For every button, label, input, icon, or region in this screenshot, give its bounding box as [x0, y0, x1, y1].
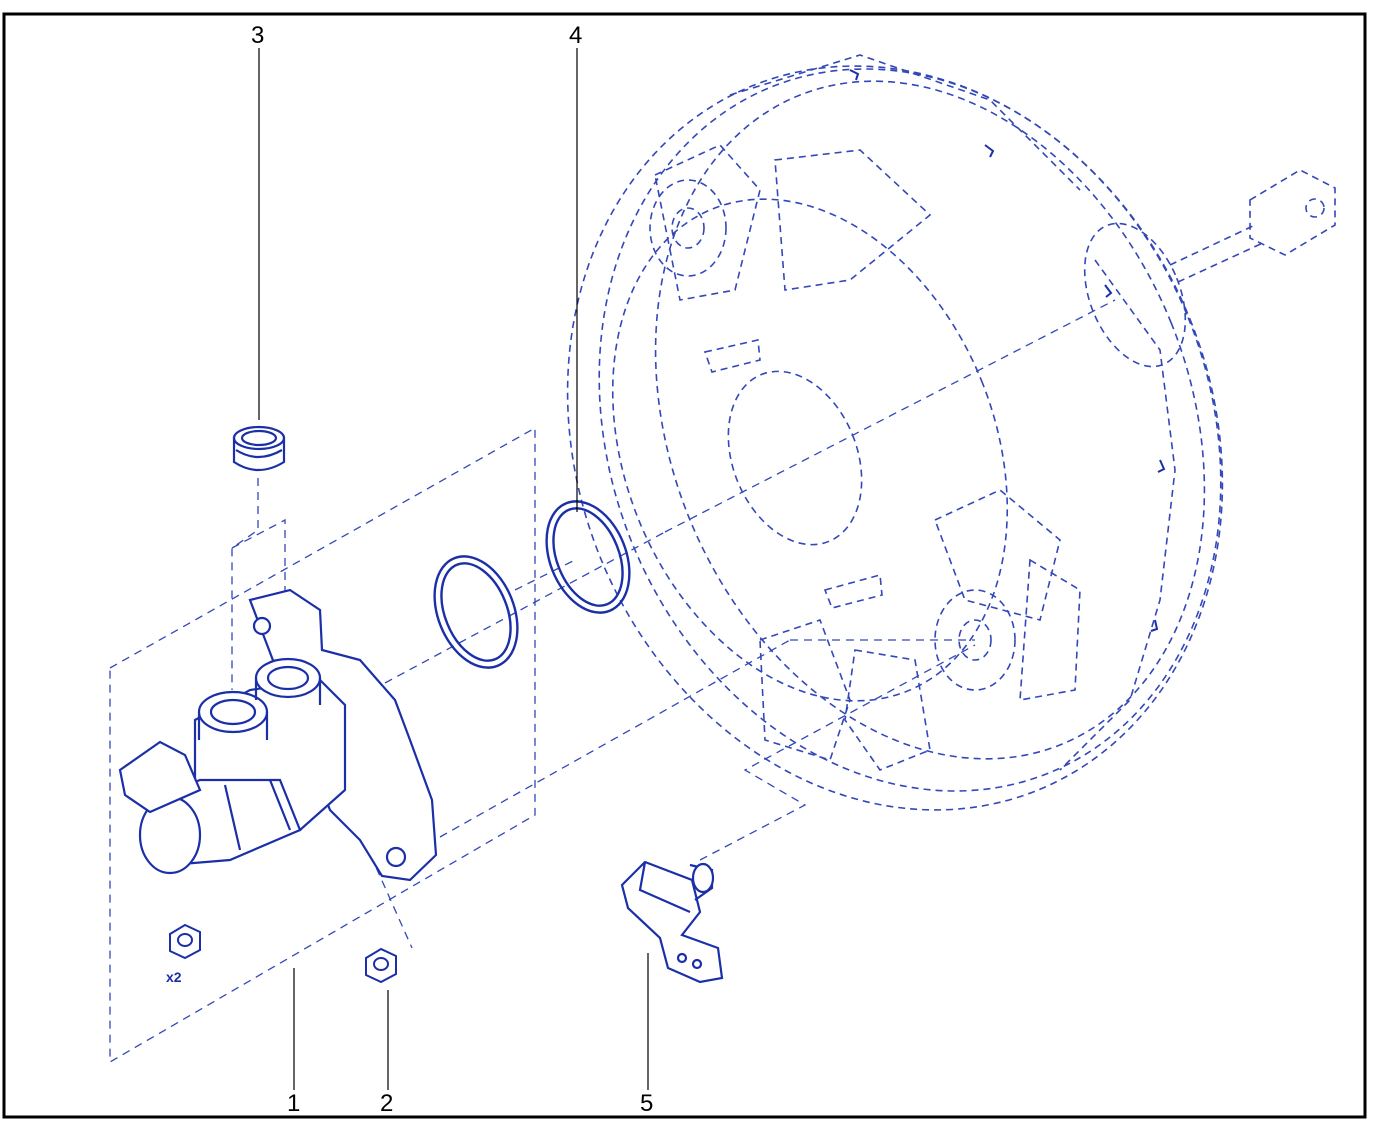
quantity-note: x2 [166, 969, 182, 985]
callout-leaders [258, 48, 649, 1090]
callout-5: 5 [640, 1090, 653, 1117]
booster-rim-marks [849, 69, 1166, 632]
grommet-part-3 [232, 425, 286, 472]
callout-4: 4 [569, 22, 582, 49]
callout-2: 2 [380, 1090, 393, 1117]
diagram-frame [2, 12, 1367, 1119]
pressure-sensor-part-5 [620, 860, 724, 984]
seal-rings-part-4 [433, 500, 631, 669]
callout-1: 1 [287, 1090, 300, 1117]
nut-part-2 [169, 923, 397, 984]
alignment-lines [109, 299, 1116, 1064]
master-cylinder-part-1 [118, 588, 438, 882]
callout-3: 3 [251, 22, 264, 49]
brake-booster-drawing [566, 54, 1336, 811]
